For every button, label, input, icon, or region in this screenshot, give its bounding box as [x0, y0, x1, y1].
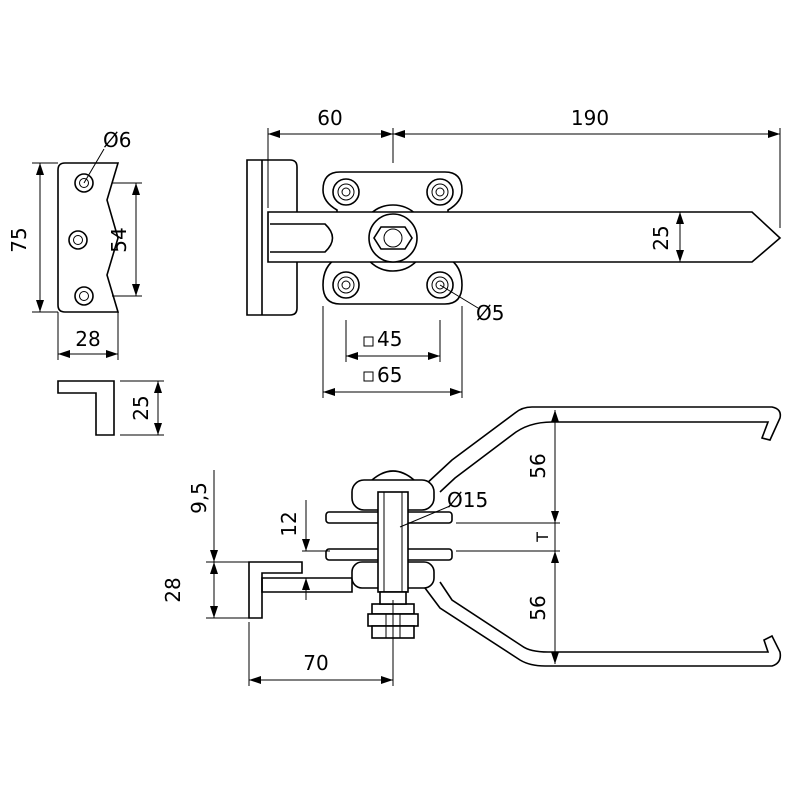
bracket-front-view: [57, 162, 120, 313]
latch-side-view: [248, 406, 782, 667]
washer-diameter-callout: Ø15: [399, 488, 488, 528]
bracket-hole-spacing-label: 54: [107, 227, 131, 252]
thickness-dimension: T: [456, 522, 560, 552]
handle-upper-dimension: 56: [526, 410, 559, 523]
thickness-label: T: [533, 532, 552, 543]
handle-lower-label: 56: [526, 595, 550, 620]
offset-9-5-dimension: 9,5: [187, 470, 250, 563]
base-outer-square-dimension: 65: [322, 306, 463, 398]
side-length-70-dimension: 70: [248, 622, 394, 686]
bracket-width-label: 28: [75, 327, 100, 351]
arm-height-label: 25: [649, 225, 673, 250]
bracket-height-dimension: 75: [7, 162, 58, 313]
base-inner-square-label: 45: [377, 327, 402, 351]
arm-height-dimension: 25: [649, 212, 684, 262]
bracket-hole-diameter-callout: Ø6: [83, 128, 131, 184]
spacing-12-label: 12: [277, 511, 301, 536]
base-hole-diameter-label: Ø5: [476, 301, 504, 325]
base-inner-square-dimension: 45: [345, 320, 441, 362]
base-outer-square-label: 65: [377, 363, 402, 387]
handle-lower-dimension: 56: [526, 551, 559, 664]
bracket-hole-spacing-dimension: 54: [107, 182, 142, 297]
side-length-70-label: 70: [303, 651, 328, 675]
side-bracket-height-dimension: 25: [120, 380, 164, 436]
side-height-28-label: 28: [161, 577, 185, 602]
base-hole-callout: Ø5: [439, 284, 504, 325]
bracket-width-dimension: 28: [57, 312, 119, 360]
offset-9-5-label: 9,5: [187, 482, 211, 514]
side-bracket-view: [57, 380, 115, 436]
bracket-hole-diameter-label: Ø6: [103, 128, 131, 152]
side-height-28-dimension: 28: [161, 562, 250, 619]
washer-diameter-label: Ø15: [447, 488, 488, 512]
spacing-12-dimension: 12: [277, 500, 330, 600]
bracket-height-label: 75: [7, 227, 31, 252]
top-width-dimensions: 60 190: [267, 106, 781, 228]
top-total-width-label: 190: [571, 106, 609, 130]
top-left-width-label: 60: [317, 106, 342, 130]
handle-upper-label: 56: [526, 453, 550, 478]
side-bracket-height-label: 25: [129, 395, 153, 420]
latch-top-view: [246, 159, 782, 316]
